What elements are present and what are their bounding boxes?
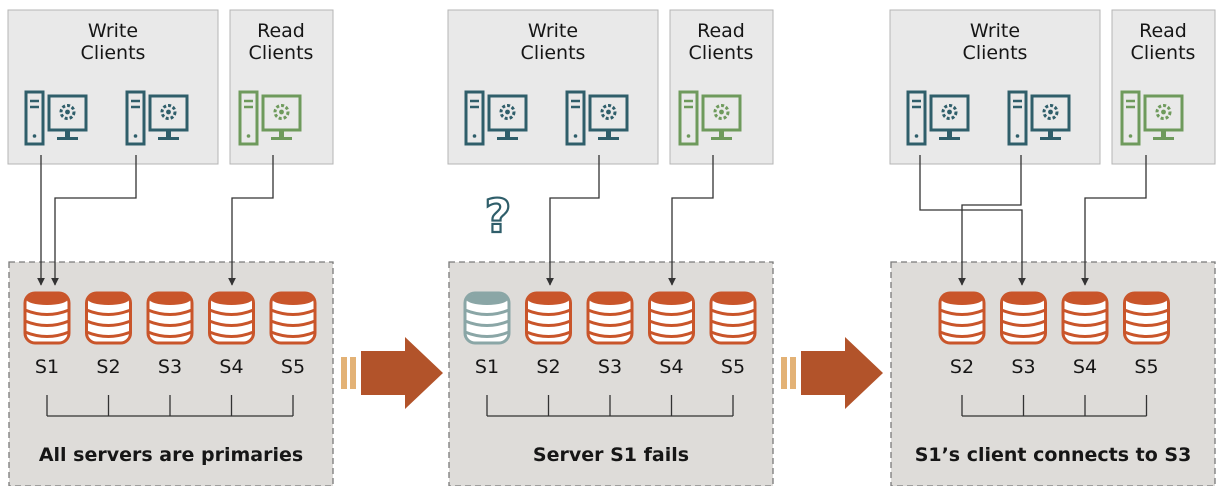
server-label: S3: [1011, 356, 1035, 378]
read-clients-label: Clients: [1131, 42, 1196, 64]
read-clients-label: Read: [257, 20, 305, 42]
question-mark-icon: ?: [484, 188, 513, 244]
read-clients-label: Read: [697, 20, 745, 42]
write-client-computer-icon: [1007, 90, 1071, 146]
write-client-computer-icon: [125, 90, 189, 146]
server-label: S4: [659, 356, 683, 378]
server-database-icon: [269, 291, 317, 345]
server-label: S1: [35, 356, 59, 378]
server-label: S5: [281, 356, 305, 378]
server-database-icon: [146, 291, 194, 345]
server-database-icon: [208, 291, 255, 345]
read-client-computer-icon: [1120, 90, 1184, 146]
server-label: S4: [1073, 356, 1097, 378]
server-label: S4: [219, 356, 243, 378]
server-label: S1: [475, 356, 499, 378]
server-label: S2: [950, 356, 974, 378]
read-clients-label: Clients: [689, 42, 754, 64]
write-client-connection: [546, 155, 600, 286]
write-clients-label: Write: [88, 20, 138, 42]
write-client-computer-icon: [565, 90, 629, 146]
server-database-icon: [1061, 291, 1109, 345]
server-label: S3: [598, 356, 622, 378]
panel-caption: Server S1 fails: [533, 444, 689, 466]
write-client-connection: [958, 155, 1022, 286]
server-database-icon: [648, 291, 695, 345]
write-clients-label: Write: [970, 20, 1020, 42]
server-database-icon: [85, 291, 132, 345]
server-label: S5: [1134, 356, 1158, 378]
read-clients-label: Read: [1139, 20, 1187, 42]
server-database-icon: [1000, 291, 1047, 345]
server-label: S2: [96, 356, 120, 378]
read-client-connection: [228, 155, 274, 286]
write-clients-label: Clients: [963, 42, 1028, 64]
read-clients-label: Clients: [249, 42, 314, 64]
server-database-icon: [709, 291, 757, 345]
write-client-computer-icon: [906, 90, 970, 146]
server-database-icon: [1123, 291, 1170, 345]
question-mark-text: ?: [485, 189, 512, 243]
panel-caption: S1’s client connects to S3: [915, 444, 1192, 466]
transition-arrow-icon: [781, 337, 883, 409]
write-client-computer-icon: [464, 90, 528, 146]
server-label: S3: [158, 356, 182, 378]
read-client-computer-icon: [678, 90, 742, 146]
write-clients-label: Clients: [521, 42, 586, 64]
server-label: S2: [536, 356, 560, 378]
read-client-connection: [668, 155, 714, 286]
write-clients-label: Write: [528, 20, 578, 42]
write-clients-label: Clients: [81, 42, 146, 64]
transition-arrow-icon: [341, 337, 443, 409]
panel-caption: All servers are primaries: [39, 444, 303, 466]
server-database-icon: [23, 291, 71, 345]
rerouted-write-client-connection: [919, 155, 1026, 286]
write-client-computer-icon: [24, 90, 88, 146]
server-label: S5: [721, 356, 745, 378]
failed-server-database-icon: [463, 291, 511, 345]
read-client-computer-icon: [238, 90, 302, 146]
server-database-icon: [938, 291, 986, 345]
read-client-connection: [1081, 155, 1147, 286]
server-database-icon: [586, 291, 634, 345]
server-database-icon: [525, 291, 572, 345]
write-client-connection: [51, 155, 137, 286]
